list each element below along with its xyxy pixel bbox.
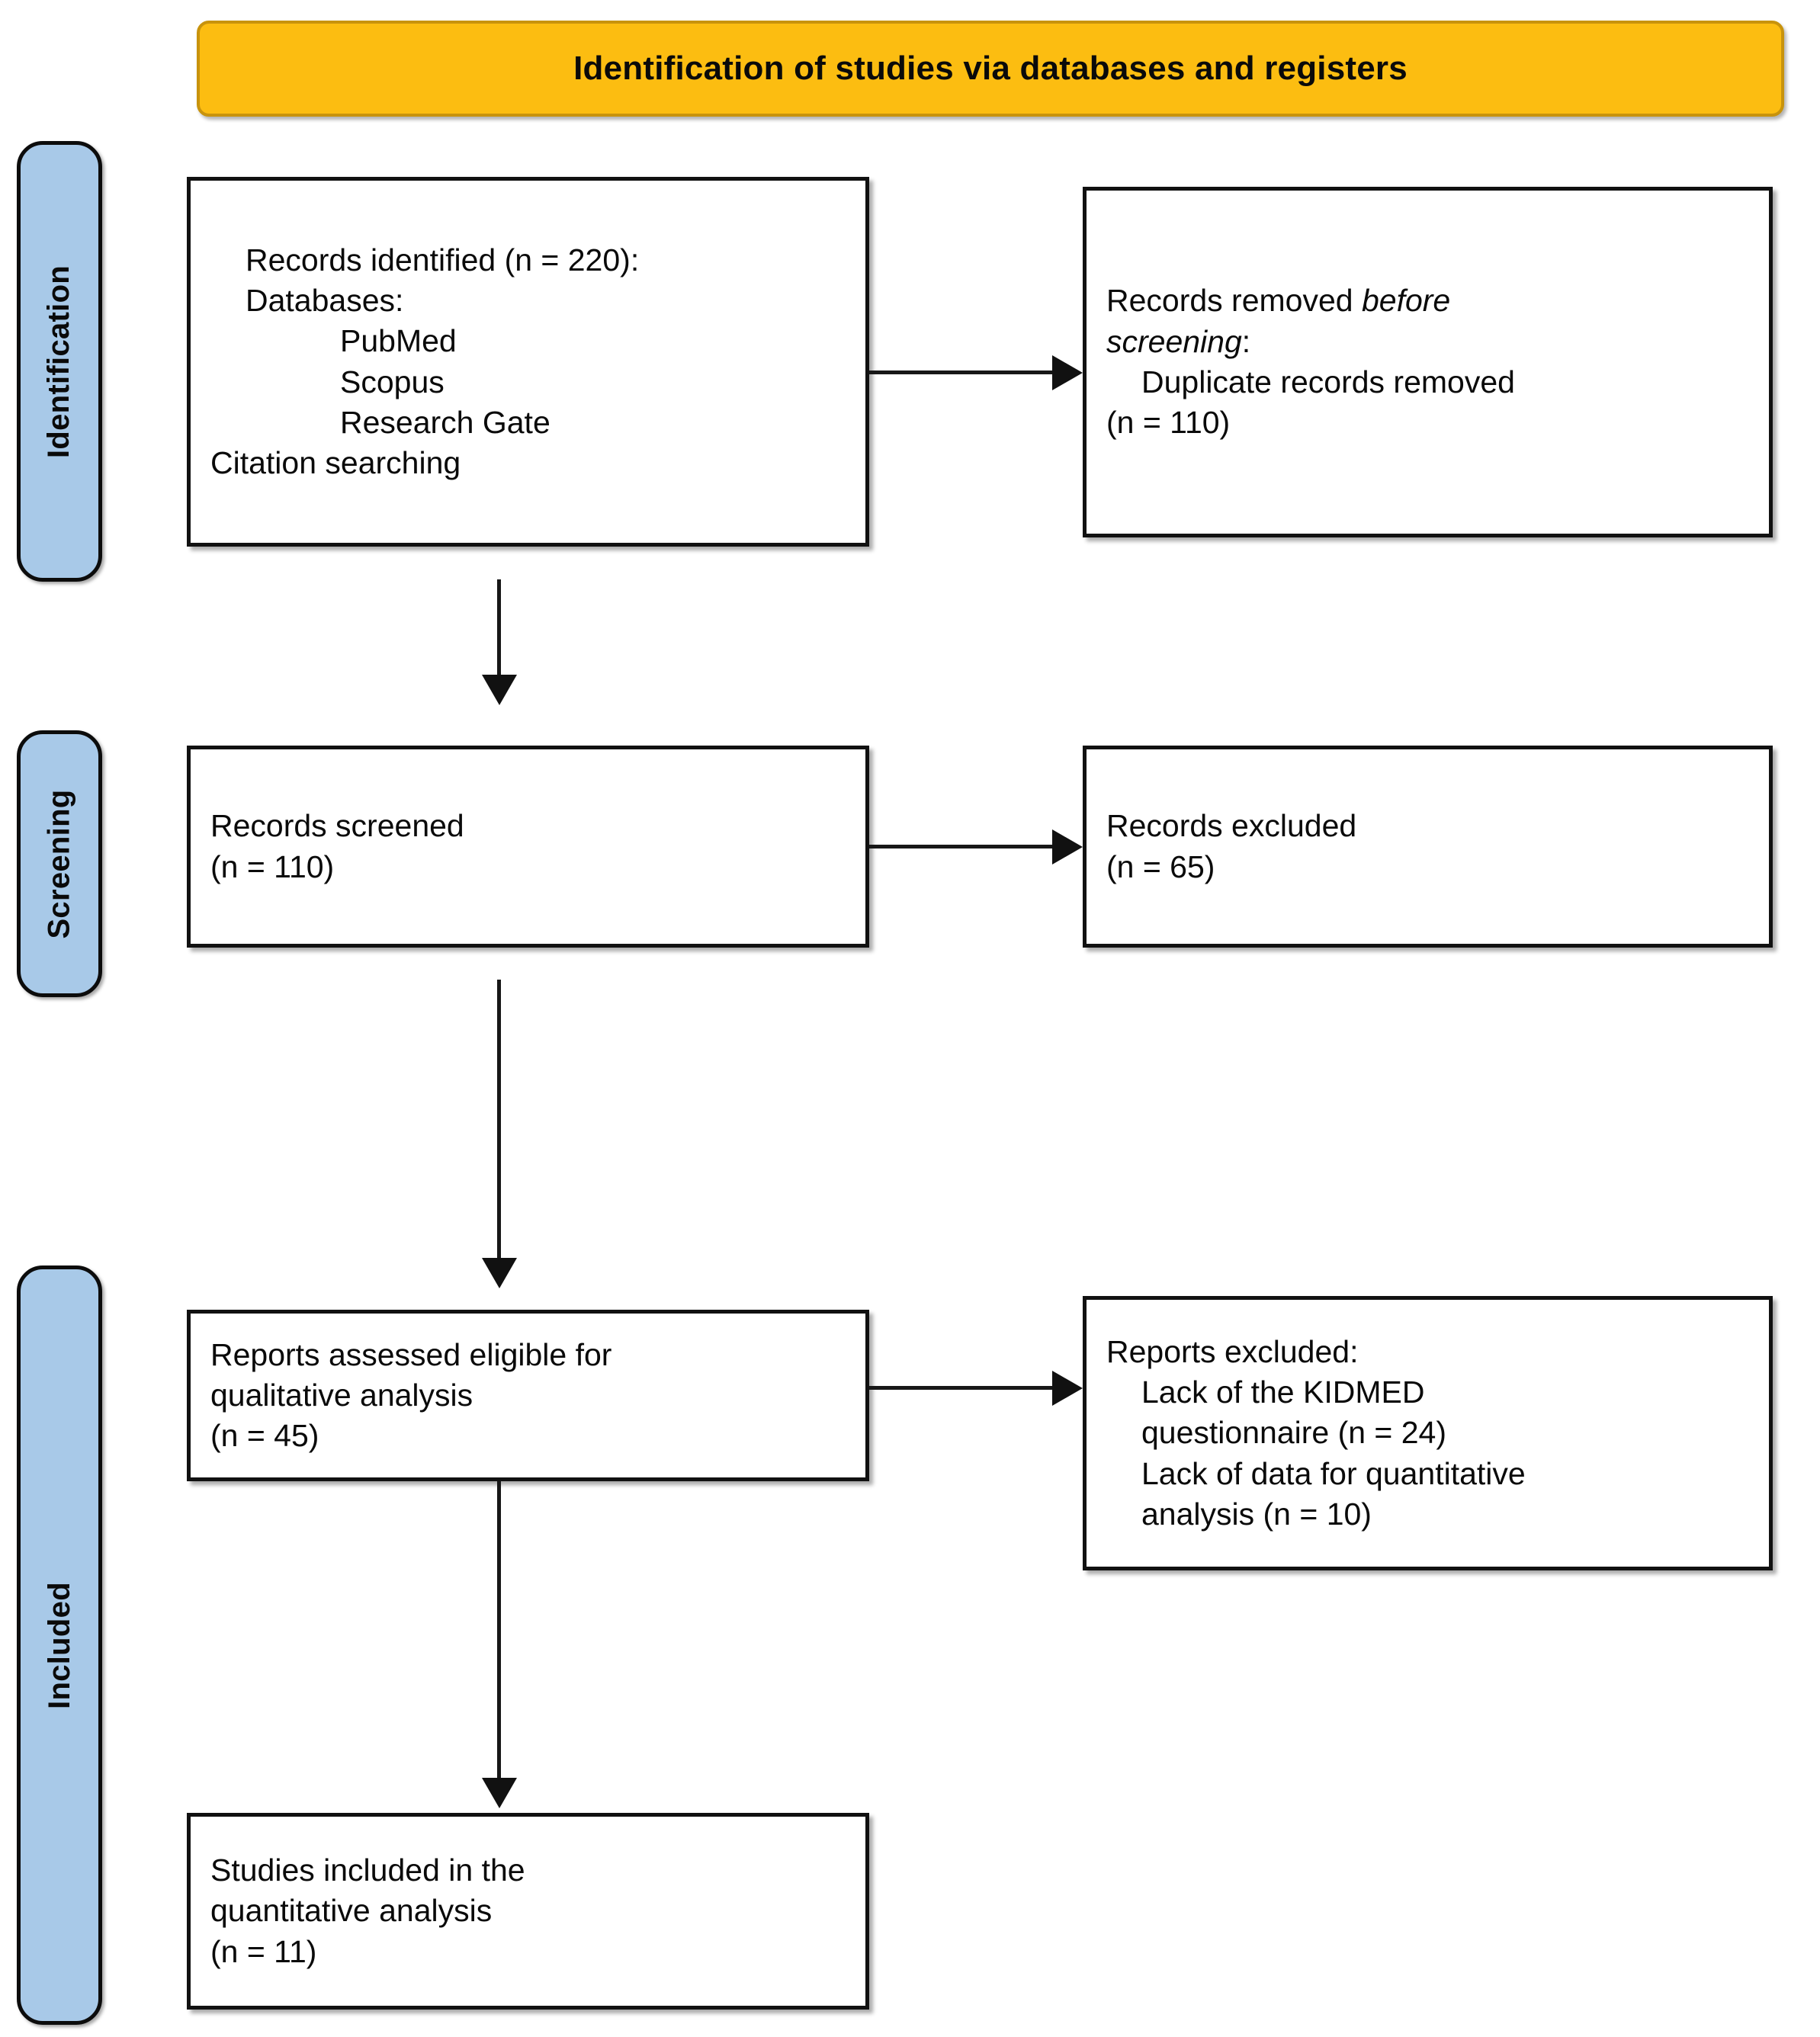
node-records-excluded: Records excluded (n = 65) bbox=[1083, 746, 1773, 948]
node-studies-included-body: Studies included in the quantitative ana… bbox=[191, 1850, 865, 1972]
records-removed-count: (n = 110) bbox=[1106, 405, 1231, 441]
stage-label-identification: Identification bbox=[42, 265, 76, 458]
connector-identified-to-removed bbox=[869, 371, 1060, 374]
records-removed-line-1-prefix: Records removed bbox=[1106, 283, 1362, 319]
connector-screened-to-assessed bbox=[497, 980, 501, 1262]
node-records-screened: Records screened (n = 110) bbox=[187, 746, 869, 948]
arrowhead-identified-to-removed bbox=[1052, 355, 1083, 390]
node-reports-excluded: Reports excluded: Lack of the KIDMED que… bbox=[1083, 1296, 1773, 1570]
records-removed-duplicates: Duplicate records removed bbox=[1141, 364, 1515, 399]
records-identified-source-pubmed: PubMed bbox=[340, 323, 457, 359]
arrowhead-assessed-to-excluded bbox=[1052, 1371, 1083, 1406]
diagram-header-banner: Identification of studies via databases … bbox=[197, 21, 1784, 117]
connector-assessed-to-included bbox=[497, 1481, 501, 1782]
reports-assessed-line-2: qualitative analysis bbox=[210, 1377, 473, 1413]
connector-assessed-to-excluded bbox=[869, 1386, 1060, 1390]
reports-excluded-label: Reports excluded: bbox=[1106, 1333, 1359, 1369]
reports-excluded-reason-2-line-2: analysis (n = 10) bbox=[1141, 1496, 1372, 1532]
node-studies-included: Studies included in the quantitative ana… bbox=[187, 1813, 869, 2010]
reports-excluded-reason-1-line-2: questionnaire (n = 24) bbox=[1141, 1415, 1447, 1451]
diagram-title: Identification of studies via databases … bbox=[573, 50, 1408, 87]
arrowhead-screened-to-excluded bbox=[1052, 829, 1083, 865]
stage-tab-screening: Screening bbox=[17, 730, 102, 997]
node-records-removed: Records removed before screening: Duplic… bbox=[1083, 187, 1773, 537]
node-records-identified-body: Records identified (n = 220): Databases:… bbox=[191, 240, 865, 484]
studies-included-line-1: Studies included in the bbox=[210, 1853, 525, 1888]
reports-excluded-reason-2-line-1: Lack of data for quantitative bbox=[1141, 1455, 1526, 1491]
arrowhead-identified-to-screened bbox=[482, 675, 517, 705]
records-screened-count: (n = 110) bbox=[210, 848, 335, 884]
stage-label-screening: Screening bbox=[42, 788, 76, 939]
records-excluded-label: Records excluded bbox=[1106, 808, 1357, 844]
arrowhead-assessed-to-included bbox=[482, 1778, 517, 1808]
records-removed-line-1-italic: before bbox=[1361, 283, 1451, 319]
node-records-screened-body: Records screened (n = 110) bbox=[191, 806, 865, 887]
records-identified-line-1: Records identified (n = 220): bbox=[246, 242, 640, 277]
records-removed-line-1: Records removed before bbox=[1106, 281, 1749, 321]
node-reports-assessed: Reports assessed eligible for qualitativ… bbox=[187, 1310, 869, 1481]
records-identified-citation-searching: Citation searching bbox=[210, 445, 461, 481]
studies-included-line-2: quantitative analysis bbox=[210, 1893, 493, 1929]
stage-label-included: Included bbox=[42, 1581, 76, 1709]
node-records-removed-body: Records removed before screening: Duplic… bbox=[1087, 281, 1769, 443]
records-identified-source-scopus: Scopus bbox=[340, 364, 445, 399]
records-removed-line-2-italic: screening bbox=[1106, 323, 1242, 359]
stage-tab-included: Included bbox=[17, 1266, 102, 2025]
records-identified-line-2: Databases: bbox=[246, 282, 404, 318]
node-records-excluded-body: Records excluded (n = 65) bbox=[1087, 806, 1769, 887]
records-screened-label: Records screened bbox=[210, 808, 464, 844]
records-removed-line-2: screening: bbox=[1106, 322, 1749, 362]
arrowhead-screened-to-assessed bbox=[482, 1258, 517, 1288]
studies-included-count: (n = 11) bbox=[210, 1933, 317, 1969]
stage-tab-identification: Identification bbox=[17, 141, 102, 582]
records-excluded-count: (n = 65) bbox=[1106, 848, 1215, 884]
node-reports-assessed-body: Reports assessed eligible for qualitativ… bbox=[191, 1335, 865, 1457]
reports-assessed-count: (n = 45) bbox=[210, 1418, 319, 1454]
reports-assessed-line-1: Reports assessed eligible for bbox=[210, 1336, 612, 1372]
connector-identified-to-screened bbox=[497, 579, 501, 678]
connector-screened-to-excluded bbox=[869, 845, 1060, 848]
records-identified-source-research-gate: Research Gate bbox=[340, 404, 550, 440]
records-removed-line-2-suffix: : bbox=[1241, 323, 1251, 359]
reports-excluded-reason-1-line-1: Lack of the KIDMED bbox=[1141, 1375, 1425, 1410]
node-records-identified: Records identified (n = 220): Databases:… bbox=[187, 177, 869, 547]
node-reports-excluded-body: Reports excluded: Lack of the KIDMED que… bbox=[1087, 1332, 1769, 1535]
